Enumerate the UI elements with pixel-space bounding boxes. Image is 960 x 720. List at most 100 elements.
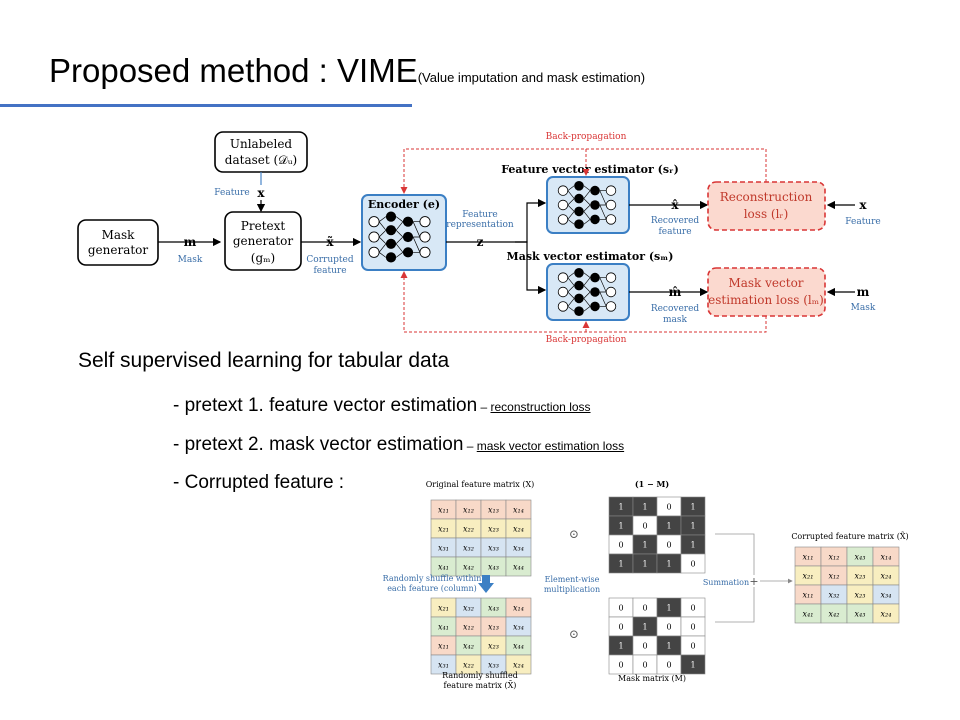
shuffled-title-line1: Randomly shuffled [442, 671, 518, 680]
orig-cell-value: x₃₂ [463, 544, 474, 553]
mask-loss-line1: Mask vector [728, 276, 803, 290]
mask-cell [680, 654, 706, 675]
title-underline [0, 104, 412, 107]
corrupted-matrix-title: Corrupted feature matrix (X̃) [791, 532, 908, 541]
mask-cell-value: 0 [618, 623, 623, 632]
odot-icon-bottom: ⊙ [569, 627, 579, 641]
mask-cell-value: 0 [690, 642, 695, 651]
mask-label: Mask [178, 255, 203, 265]
feature-repr-line2: representation [446, 220, 514, 230]
orig-matrix-title: Original feature matrix (X) [426, 480, 535, 489]
corr-cell-value: x₂₁ [803, 572, 814, 581]
shuf-cell-value: x₄₂ [463, 642, 474, 651]
shuf-cell-value: x₁₂ [463, 623, 474, 632]
mask-matrix-title: Mask matrix (M) [618, 674, 686, 683]
mask-cell-value: 1 [642, 623, 647, 632]
recovered-mask-line1: Recovered [651, 304, 700, 314]
section-heading: Self supervised learning for tabular dat… [78, 349, 450, 372]
shuf-cell-value: x₃₂ [463, 604, 474, 613]
x-tilde-symbol: x̃ [326, 235, 334, 249]
bullet-pretext-2: - pretext 2. mask vector estimation – ma… [173, 434, 624, 456]
title-main: Proposed method : VIME [49, 52, 418, 89]
bullet-1-text: - pretext 1. feature vector estimation [173, 395, 478, 416]
shuffle-label-line1: Randomly shuffle within [383, 574, 482, 583]
orig-cell-value: x₄₃ [488, 563, 499, 572]
backprop-label-top: Back-propagation [546, 132, 627, 142]
vime-architecture-diagram: Mask generator m Mask Unlabeled dataset … [77, 131, 881, 345]
omm-cell-value: 1 [690, 503, 695, 512]
x-symbol-right: x [859, 198, 867, 212]
unlabeled-line1: Unlabeled [230, 137, 293, 151]
orig-cell-value: x₃₄ [513, 544, 524, 553]
orig-cell-value: x₄₂ [463, 563, 474, 572]
bullet-1-dash: – [477, 400, 491, 414]
omm-cell-value: 1 [666, 522, 671, 531]
x-symbol-top: x [257, 186, 265, 200]
corr-cell-value: x₂₃ [855, 572, 866, 581]
shuf-cell-value: x₂₄ [513, 661, 524, 670]
shuffled-title-line2: feature matrix (X̄) [444, 681, 517, 690]
omm-cell-value: 0 [666, 541, 671, 550]
orig-cell-value: x₂₄ [513, 525, 524, 534]
corr-cell-value: x₁₄ [881, 553, 892, 562]
bullet-corrupted-feature: - Corrupted feature : [173, 472, 345, 493]
mask-label-right: Mask [851, 303, 876, 313]
omm-cell-value: 0 [690, 560, 695, 569]
slide-title: Proposed method : VIME(Value imputation … [49, 52, 645, 90]
encoder-label: Encoder (e) [368, 198, 440, 211]
mask-cell-value: 0 [666, 661, 671, 670]
corr-cell-value: x₃₂ [829, 591, 840, 600]
orig-cell-value: x₃₃ [488, 544, 499, 553]
corr-cell-value: x₁₁ [803, 553, 814, 562]
corr-cell [872, 603, 900, 624]
shuf-cell-value: x₃₁ [438, 661, 449, 670]
orig-cell-value: x₁₃ [488, 506, 499, 515]
feature-repr-line1: Feature [462, 210, 498, 220]
corrupted-line1: Corrupted [306, 255, 353, 265]
omm-cell-value: 1 [690, 541, 695, 550]
recovered-feature-line1: Recovered [651, 216, 700, 226]
mask-cell-value: 1 [666, 604, 671, 613]
mask-cell-value: 0 [690, 604, 695, 613]
x-hat-symbol: x̂ [671, 198, 679, 212]
orig-cell-value: x₂₃ [488, 525, 499, 534]
mask-loss-line2: estimation loss (lₘ) [708, 293, 824, 307]
pretext-generator-box [224, 211, 302, 271]
one-minus-m-title: (1 − M) [635, 479, 669, 489]
mask-cell-value: 0 [618, 604, 623, 613]
shuf-cell-value: x₃₃ [488, 661, 499, 670]
mask-cell-value: 1 [666, 642, 671, 651]
bullet-2-dash: – [463, 439, 477, 453]
feature-label-top: Feature [214, 188, 250, 198]
omm-cell [680, 553, 706, 574]
corr-cell-value: x₄₁ [803, 610, 814, 619]
omm-cell-value: 0 [666, 503, 671, 512]
orig-cell-value: x₄₁ [438, 563, 449, 572]
mask-generator-line1: Mask [102, 228, 136, 242]
shuf-cell-value: x₂₁ [438, 604, 449, 613]
omm-cell-value: 1 [666, 560, 671, 569]
mask-cell-value: 1 [618, 642, 623, 651]
plus-icon: + [749, 575, 758, 588]
mask-cell-value: 0 [642, 604, 647, 613]
mask-cell-value: 0 [666, 623, 671, 632]
shuf-cell [505, 654, 532, 675]
unlabeled-line2: dataset (𝒟ᵤ) [225, 153, 297, 167]
shuf-cell-value: x₂₂ [463, 661, 474, 670]
z-symbol: z [477, 235, 484, 249]
shuffle-label-line2: each feature (column) [387, 584, 477, 593]
omm-cell-value: 1 [642, 503, 647, 512]
shuf-cell-value: x₄₄ [513, 642, 524, 651]
shuf-cell-value: x₄₁ [438, 623, 449, 632]
pretext-line3: (gₘ) [251, 251, 275, 265]
m-symbol-right: m [857, 285, 870, 299]
corrupted-line2: feature [313, 266, 346, 276]
m-hat-symbol: m̂ [669, 285, 682, 299]
shuf-cell-value: x₃₄ [513, 623, 524, 632]
mask-cell-value: 0 [690, 623, 695, 632]
corr-cell-value: x₂₄ [881, 610, 892, 619]
corr-cell-value: x₄₃ [855, 610, 866, 619]
